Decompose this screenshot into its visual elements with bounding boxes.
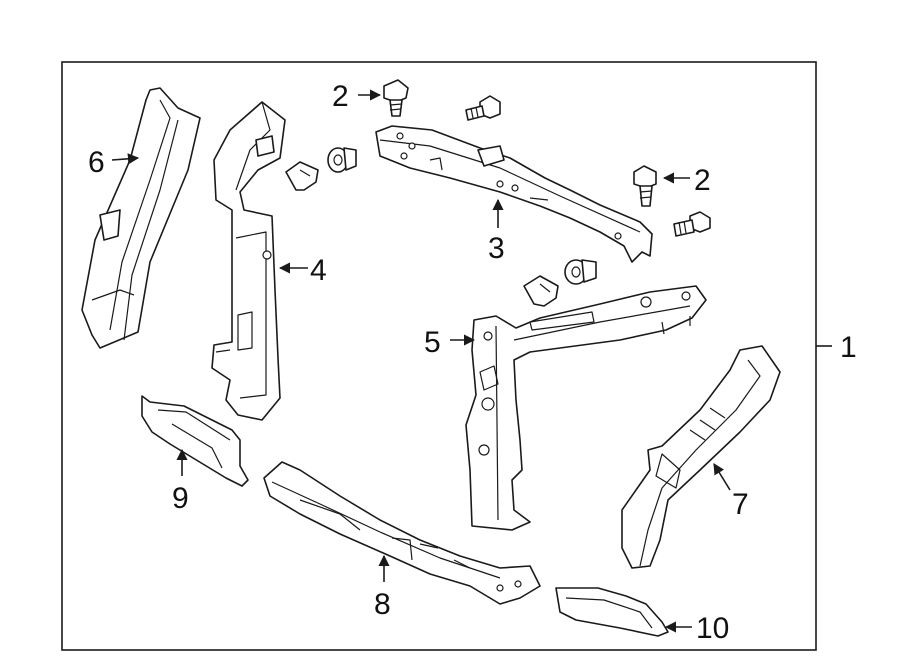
part-left-bracket bbox=[141, 395, 249, 487]
part-left-support bbox=[211, 101, 286, 421]
callout-10: 10 bbox=[696, 612, 729, 645]
callout-1: 1 bbox=[840, 331, 857, 364]
clip-left bbox=[285, 161, 319, 191]
leader-6 bbox=[111, 153, 140, 165]
leader-lines bbox=[111, 89, 832, 633]
part-right-side-panel bbox=[621, 345, 781, 569]
callout-8: 8 bbox=[374, 588, 391, 621]
part-lower-tie-bar bbox=[263, 461, 541, 605]
part-left-side-panel bbox=[81, 87, 201, 349]
callout-9: 9 bbox=[172, 482, 189, 515]
callout-6: 6 bbox=[88, 146, 105, 179]
callout-7: 7 bbox=[732, 488, 749, 521]
diagram-frame bbox=[61, 61, 817, 651]
nut-left bbox=[327, 147, 357, 173]
callout-3: 3 bbox=[488, 232, 505, 265]
part-upper-tie-bar bbox=[375, 125, 653, 263]
clip-right bbox=[523, 275, 559, 307]
nut-right bbox=[564, 259, 597, 285]
part-right-support bbox=[465, 285, 707, 531]
callout-5: 5 bbox=[424, 326, 441, 359]
callout-2-right: 2 bbox=[694, 164, 711, 197]
bolt-upper bbox=[383, 79, 409, 117]
part-right-bracket bbox=[555, 587, 669, 637]
bolt-upper-middle bbox=[465, 95, 501, 121]
bolt-right-lower bbox=[673, 211, 711, 237]
leader-7 bbox=[713, 463, 731, 491]
callout-2-upper: 2 bbox=[332, 80, 349, 113]
callout-4: 4 bbox=[310, 254, 327, 287]
bolt-right bbox=[633, 165, 657, 207]
